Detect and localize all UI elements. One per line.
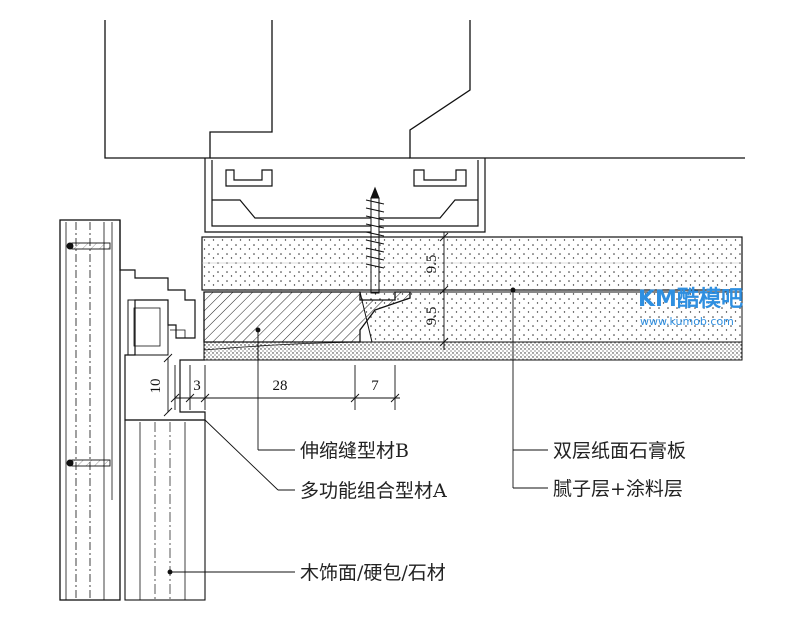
- putty-paint-layer: [203, 341, 743, 361]
- watermark-brand: KM酷模吧: [638, 287, 743, 312]
- dim-10: 10: [148, 379, 164, 394]
- leader-lines: [167, 287, 548, 575]
- dim-28: 28: [273, 378, 288, 394]
- watermark: KM酷模吧 www.kumob.com: [638, 287, 743, 328]
- label-expansion-joint-profile-b: 伸缩缝型材B: [300, 440, 409, 462]
- wall-finish: [59, 219, 121, 601]
- gypsum-board: [201, 236, 743, 343]
- dim-9-5-upper: 9.5: [424, 255, 440, 274]
- channel-profile: [204, 158, 486, 233]
- wood-panel: [124, 419, 206, 601]
- dim-3: 3: [193, 378, 201, 394]
- label-putty-paint-layer: 腻子层+涂料层: [553, 478, 683, 500]
- multi-function-profile-a: [119, 220, 206, 421]
- dimension-lines: [163, 232, 452, 417]
- dim-7: 7: [371, 378, 379, 394]
- label-multi-function-profile-a: 多功能组合型材A: [300, 480, 447, 502]
- upper-structure: [104, 20, 745, 159]
- watermark-url: www.kumob.com: [640, 315, 734, 328]
- label-gypsum-board: 双层纸面石膏板: [553, 439, 686, 462]
- label-wood-finish: 木饰面/硬包/石材: [300, 562, 446, 584]
- dim-9-5-lower: 9.5: [424, 307, 440, 326]
